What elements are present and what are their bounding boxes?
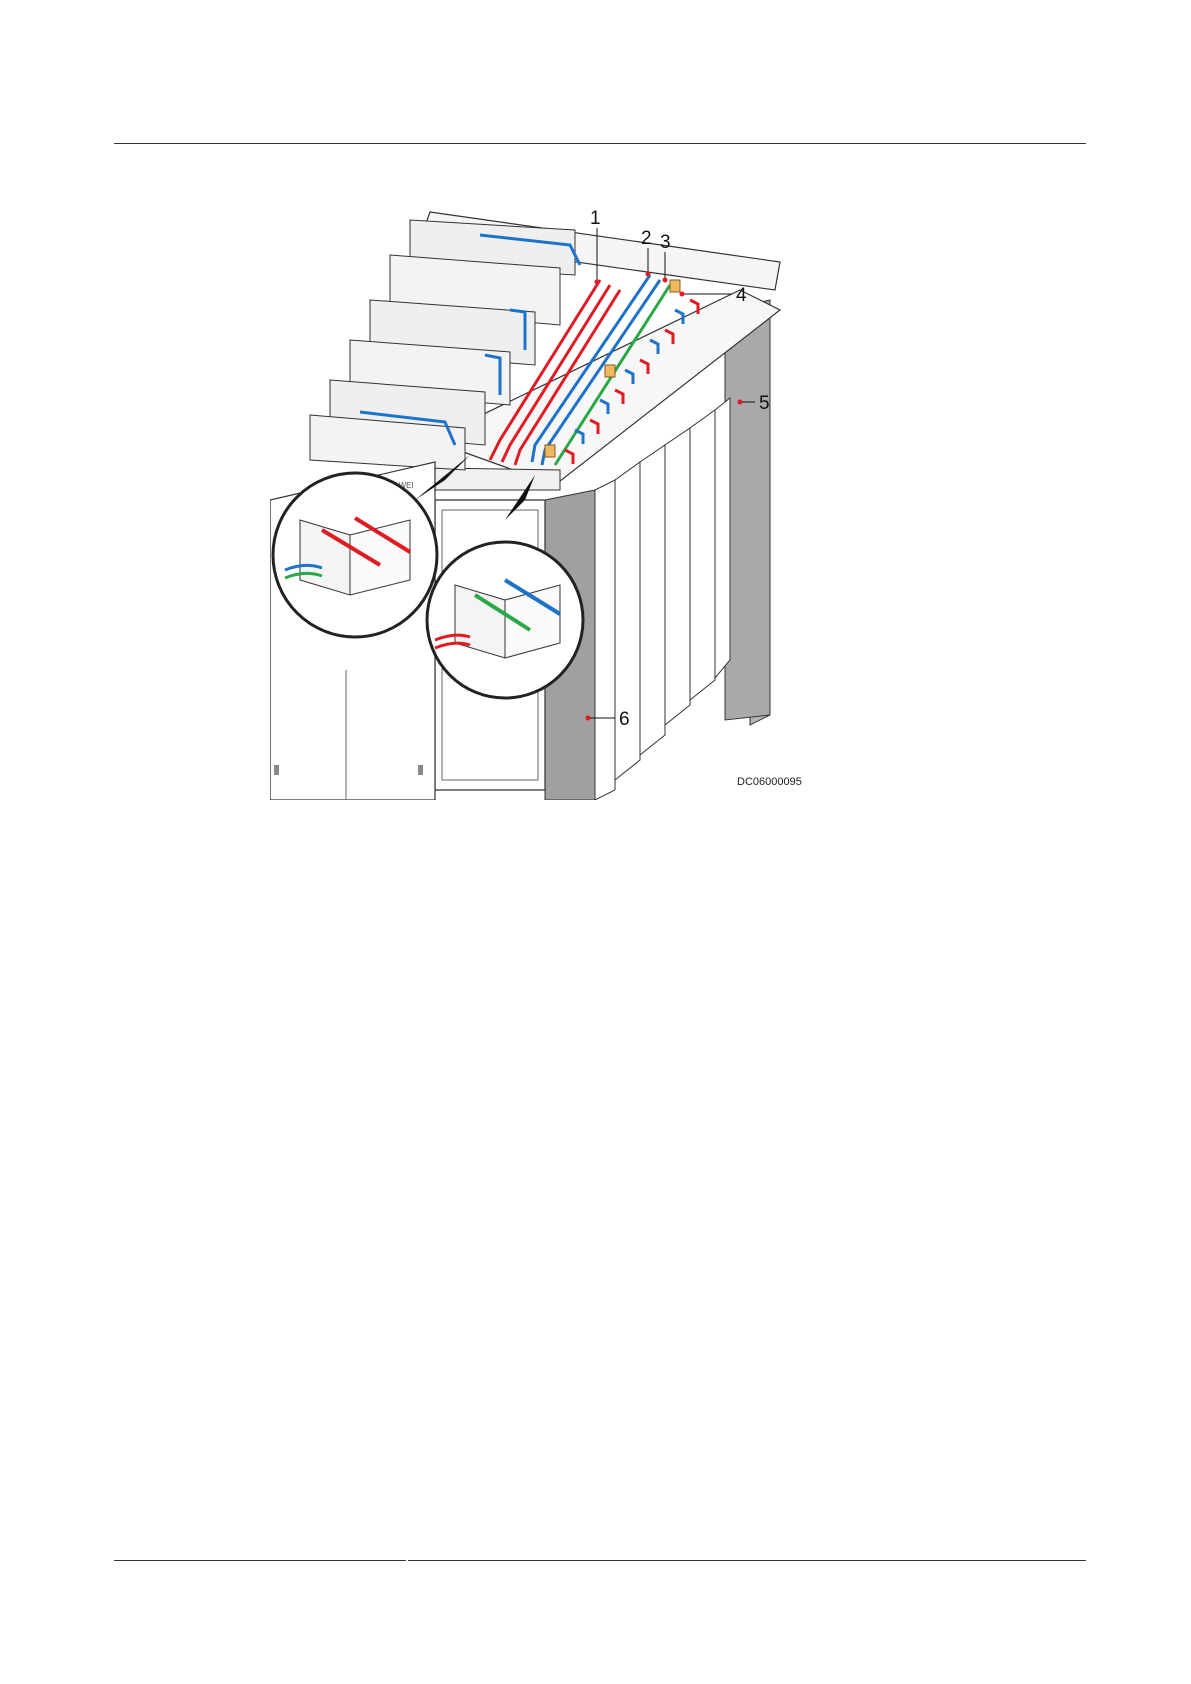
callout-dot-1	[595, 280, 600, 285]
callout-label-4: 4	[736, 285, 747, 306]
cross-beam	[435, 468, 560, 490]
side-panel-5	[725, 300, 770, 720]
callout-label-5: 5	[759, 393, 770, 414]
cabinet-cabling-illustration: HUAWEI	[270, 200, 850, 800]
figure-id: DC06000095	[737, 776, 802, 788]
callout-dot-4	[680, 292, 685, 297]
callout-dot-3	[663, 278, 668, 283]
callout-label-6: 6	[619, 709, 630, 730]
vertical-modules	[595, 398, 730, 800]
header-rule	[114, 143, 1086, 144]
callout-label-2: 2	[641, 228, 652, 249]
callout-label-3: 3	[660, 232, 671, 253]
footer-rule-right	[408, 1560, 1086, 1561]
callout-dot-2	[646, 272, 651, 277]
footer-rule-left	[114, 1560, 406, 1561]
callout-dot-5	[738, 400, 743, 405]
callout-dot-6	[586, 716, 591, 721]
door-hinge-icon	[274, 765, 279, 775]
callout-label-1: 1	[590, 208, 601, 229]
door-latch-icon	[418, 765, 423, 775]
